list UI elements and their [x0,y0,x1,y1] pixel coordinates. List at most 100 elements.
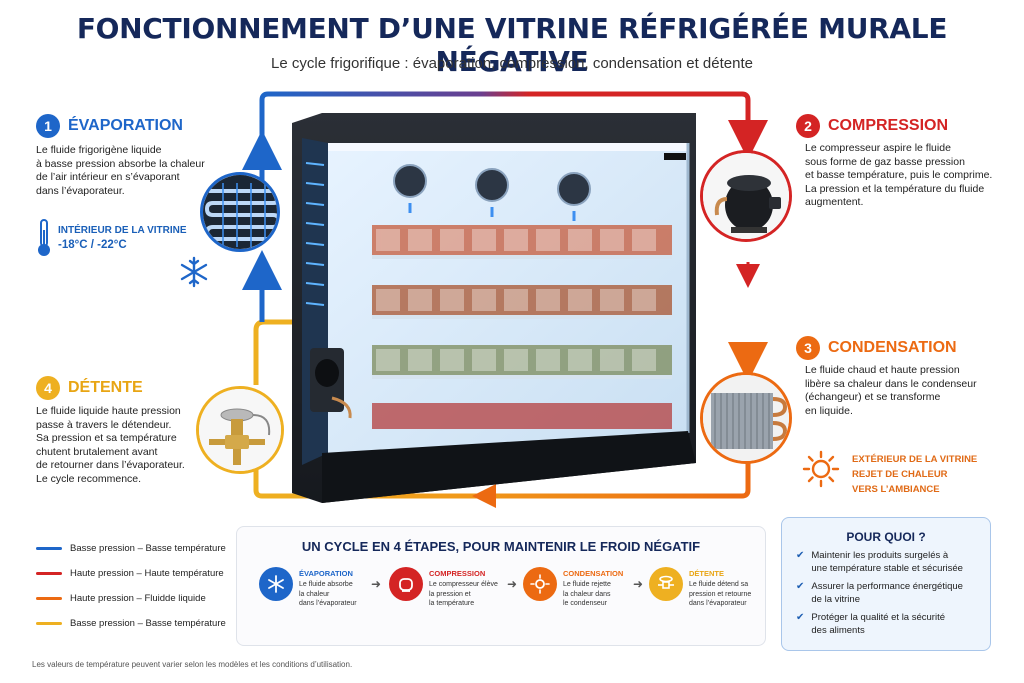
text-line: de la vitrine [811,593,860,605]
legend-swatch [36,622,62,625]
step-evaporation-heading: 1 ÉVAPORATION [36,114,183,138]
step-number: 4 [36,376,60,400]
benefit-item: ✔ Assurer la performance énergétique de … [796,581,982,606]
exterior-line: VERS L’AMBIANCE [852,484,940,495]
exterior-heat-rejection: EXTÉRIEUR DE LA VITRINE REJET DE CHALEUR… [852,452,977,497]
compressor-icon [700,150,792,242]
text-line: Le fluide frigorigène liquide [36,144,162,156]
benefits-panel: POUR QUOI ? ✔ Maintenir les produits sur… [781,517,991,651]
text-line: pression et retourne [689,590,752,598]
legend-item: Haute pression – Fluidde liquide [36,586,226,611]
legend-label: Basse pression – Basse température [70,618,226,629]
cycle-step-text: Le fluide rejette la chaleur dans le con… [563,580,623,609]
exterior-label: EXTÉRIEUR DE LA VITRINE [852,454,978,465]
text-line: La pression et la température du fluide [805,182,985,195]
text-line: à basse pression absorbe la chaleur [36,157,205,170]
step-number: 1 [36,114,60,138]
fan-icon [393,164,591,206]
text-line: dans l’évaporateur [299,600,357,607]
text-line: Sa pression et sa température [36,432,177,444]
legend-label: Haute pression – Fluidde liquide [70,593,206,604]
legend-item: Basse pression – Basse température [36,536,226,561]
footnote: Les valeurs de température peuvent varie… [32,660,353,669]
text-line: Le fluide chaud et haute pression [805,364,960,376]
text-line: Le fluide absorbe [299,581,353,588]
page-subtitle: Le cycle frigorifique : évaporation, com… [271,55,753,72]
legend-swatch [36,547,62,550]
arrow-right-icon: ➜ [371,577,382,591]
text-line: passe à travers le détendeur. [36,418,172,431]
text-line: libère sa chaleur dans le condenseur [805,377,977,390]
pipe-legend: Basse pression – Basse température Haute… [36,536,226,636]
text-line: sous forme de gaz basse pression [805,155,965,168]
benefit-item: ✔ Protéger la qualité et la sécurité des… [796,612,982,637]
snowflake-icon [180,256,208,288]
text-line: (échangeur) et se transforme [805,391,941,403]
check-icon: ✔ [796,581,805,592]
cycle-step-title: DÉTENTE [689,569,725,578]
text-line: Le cycle recommence. [36,472,142,485]
text-line: des aliments [811,624,865,636]
step-number: 3 [796,336,820,360]
text-line: dans l’évaporateur [689,600,747,607]
step-title: DÉTENTE [68,379,143,396]
text-line: Protéger la qualité et la sécurité [811,612,945,623]
cycle-step-title: CONDENSATION [563,569,624,578]
cycle-step-detente: DÉTENTE Le fluide détend sa pression et … [649,567,751,609]
step-number: 2 [796,114,820,138]
cycle-summary-panel: UN CYCLE EN 4 ÉTAPES, POUR MAINTENIR LE … [236,526,766,646]
text-line: Le fluide rejette [563,581,611,588]
text-line: Maintenir les produits surgelés à [811,550,949,561]
step-detente-heading: 4 DÉTENTE [36,376,143,400]
text-line: Le compresseur aspire le fluide [805,142,951,154]
sun-icon [802,450,840,488]
benefits-list: ✔ Maintenir les produits surgelés à une … [796,550,982,643]
exterior-line: REJET DE CHALEUR [852,469,948,480]
cycle-step-evaporation: ÉVAPORATION Le fluide absorbe la chaleur… [259,567,357,609]
text-line: de l’air intérieur en s’évaporant [36,171,180,183]
text-line: Assurer la performance énergétique [811,581,963,592]
text-line: le condenseur [563,600,607,607]
cycle-step-title: COMPRESSION [429,569,486,578]
text-line: augmentent. [805,196,864,208]
cycle-step-text: Le compresseur élève la pression et la t… [429,580,498,609]
step-title: COMPRESSION [828,117,949,134]
text-line: Le fluide détend sa [689,581,749,588]
sun-icon [523,567,557,601]
interior-temperature: INTÉRIEUR DE LA VITRINE -18°C / -22°C [58,223,187,253]
step-evaporation-text: Le fluide frigorigène liquide à basse pr… [36,144,205,198]
text-line: une température stable et sécurisée [811,562,963,574]
step-title: CONDENSATION [828,339,957,356]
step-compression-heading: 2 COMPRESSION [796,114,948,138]
text-line: et basse température, puis le comprime. [805,169,993,181]
text-line: la pression et [429,590,471,598]
cycle-step-compression: COMPRESSION Le compresseur élève la pres… [389,567,498,609]
cycle-step-text: Le fluide absorbe la chaleur dans l’évap… [299,580,357,609]
interior-temperature-value: -18°C / -22°C [58,239,127,251]
cycle-step-condensation: CONDENSATION Le fluide rejette la chaleu… [523,567,623,609]
legend-item: Haute pression – Haute température [36,561,226,586]
thermometer-icon [38,219,50,256]
step-condensation-heading: 3 CONDENSATION [796,336,957,360]
benefits-title: POUR QUOI ? [846,530,926,544]
cycle-step-title: ÉVAPORATION [299,569,353,578]
check-icon: ✔ [796,550,805,561]
page-title: FONCTIONNEMENT D’UNE VITRINE RÉFRIGÉRÉE … [76,12,948,78]
compressor-icon [389,567,423,601]
step-condensation-text: Le fluide chaud et haute pression libère… [805,364,977,418]
evaporator-coil-icon [200,172,280,252]
benefit-item: ✔ Maintenir les produits surgelés à une … [796,550,982,575]
legend-swatch [36,597,62,600]
cycle-step-text: Le fluide détend sa pression et retourne… [689,580,751,609]
text-line: de retourner dans l’évaporateur. [36,459,185,471]
condenser-icon [700,372,792,464]
text-line: la chaleur [299,590,330,598]
step-detente-text: Le fluide liquide haute pression passe à… [36,405,185,486]
text-line: dans l’évaporateur. [36,184,125,197]
text-line: la température [429,600,475,607]
arrow-right-icon: ➜ [633,577,644,591]
cycle-title: UN CYCLE EN 4 ÉTAPES, POUR MAINTENIR LE … [301,539,701,554]
legend-item: Basse pression – Basse température [36,611,226,636]
legend-label: Basse pression – Basse température [70,543,226,554]
